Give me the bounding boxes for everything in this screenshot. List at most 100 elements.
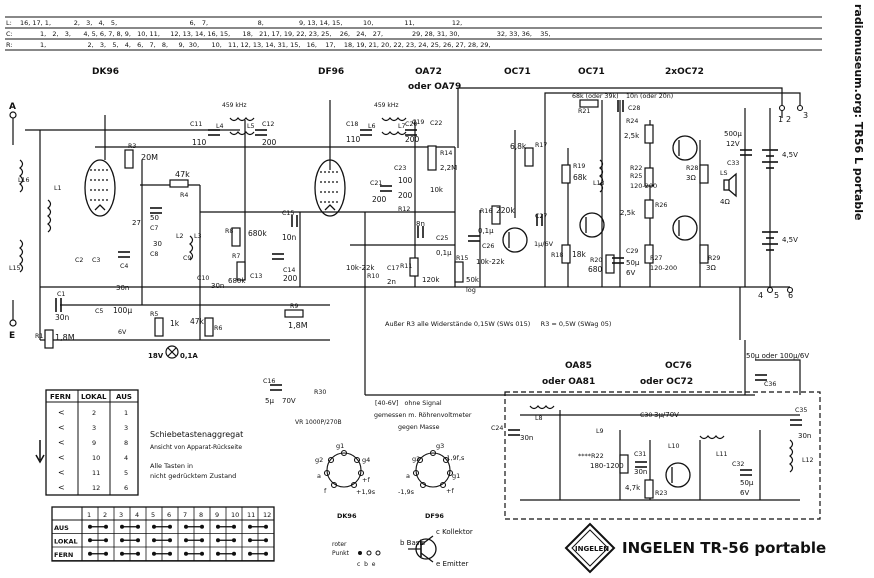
grid-col-8: 8 [199, 511, 203, 519]
label-c33: C33 [727, 160, 739, 167]
switch-row-3: < [58, 438, 65, 447]
grid-col-10: 10 [231, 511, 239, 519]
label-r26: R26 [655, 202, 667, 209]
transistor-label-oc71b: OC71 [578, 67, 605, 77]
antenna-terminals [9, 111, 17, 327]
tube-dk96-symbol [84, 159, 116, 217]
note-voltage-2: gemessen m. Röhrenvoltmeter [374, 412, 472, 419]
tube-df96-symbol [314, 159, 346, 217]
label-c27pf: 27 [132, 219, 141, 227]
label-c31: C31 [634, 451, 646, 458]
label-r29: R29 [708, 255, 720, 262]
label-c200d: 200 [372, 195, 387, 204]
pinout-df96 [412, 449, 454, 489]
label-l6: L6 [368, 123, 376, 130]
label-r10k22k: 10k-22k [346, 264, 375, 272]
label-c70v: 70V [282, 397, 296, 405]
transistor-label-oc71a: OC71 [504, 67, 531, 77]
label-c22: C22 [430, 120, 442, 127]
label-c3: C3 [92, 257, 100, 264]
header-L-values: 16, 17, 1, 2, 3, 4, 5, 6, 7, 8, 9, 13, 1… [20, 19, 462, 27]
label-l2: L2 [176, 233, 184, 240]
switch-header-fern: FERN [50, 393, 71, 401]
switch-row-4: < [58, 453, 65, 462]
label-fm-c30n: 30n [520, 434, 533, 442]
dk96-pin-g4: g4 [362, 456, 370, 464]
resistor-symbols [44, 99, 709, 499]
label-c5u: 5µ [265, 397, 274, 405]
switch-header-aus: AUS [116, 393, 132, 401]
label-l3: L3 [194, 233, 202, 240]
label-l16: L16 [18, 177, 30, 184]
label-l9: L9 [596, 428, 604, 435]
label-c24: C24 [491, 425, 503, 432]
switch-subcaption: Ansicht von Apparat-Rückseite [150, 444, 242, 451]
switch-contact-b6: 6 [124, 484, 128, 492]
label-r47k: 47k [175, 170, 190, 179]
grid-col-5: 5 [151, 511, 155, 519]
tube-label-dk96: DK96 [92, 67, 119, 77]
grid-col-9: 9 [215, 511, 219, 519]
label-c14: C14 [283, 267, 295, 274]
label-l15: L15 [9, 265, 21, 272]
label-c30nb: 30n [634, 468, 647, 476]
label-c50u: 50µ [626, 259, 640, 267]
label-l7: L7 [398, 123, 406, 130]
label-r3o: 3Ω [686, 174, 696, 182]
label-fm-r22: ****R22 [578, 452, 604, 460]
legend-basis: b Basis [400, 539, 425, 547]
label-r9: R9 [290, 303, 298, 310]
label-log: log [466, 286, 476, 294]
label-fm-r180: 180-1200 [590, 462, 624, 470]
label-c25: C25 [436, 235, 448, 242]
note-voltage-3: gegen Masse [398, 424, 440, 431]
diode-label-oa72: OA72 [415, 67, 442, 77]
label-r2-2m: 2,2M [440, 164, 457, 172]
note-resistors: Außer R3 alle Widerstände 0,15W (SWs 015… [385, 320, 611, 328]
label-r2-5k2: 2,5k [620, 209, 636, 217]
switch-table: FERN LOKAL AUS < < < < < < 2 3 9 10 11 1… [35, 389, 243, 496]
label-n4: 4 [758, 291, 763, 300]
label-r1-8m: 1,8M [288, 321, 308, 330]
label-c4: C4 [120, 263, 128, 270]
label-c100u: 100µ [113, 306, 132, 315]
label-r17: R17 [535, 142, 547, 149]
label-n2: 2 [786, 115, 791, 124]
switch-note-2: nicht gedrücktem Zustand [150, 472, 236, 480]
capacitor-symbols [55, 100, 802, 476]
label-r2-5k: 2,5k [624, 132, 640, 140]
header-R-prefix: R: [6, 41, 13, 49]
label-c01u: 0,1µ [436, 249, 452, 257]
label-l13: L13 [593, 180, 605, 187]
legend-emitter: e Emitter [436, 560, 469, 568]
label-vr: VR 1000P/270B [295, 419, 342, 426]
switch-contact-b1: 1 [124, 409, 128, 417]
label-c20: C20 [405, 121, 417, 128]
label-c200a: 200 [262, 138, 277, 147]
grid-col-6: 6 [167, 511, 171, 519]
label-r10k: 10k [430, 186, 444, 194]
label-c26b: 10k-22k [476, 258, 505, 266]
switch-contact-b3: 8 [124, 439, 128, 447]
label-r220k: 220k [496, 206, 515, 215]
note-voltage-1: [40-6V] ohne Signal [375, 400, 442, 407]
label-c17: C17 [387, 265, 399, 272]
label-l4: L4 [216, 123, 224, 130]
label-r20: R20 [590, 257, 602, 264]
label-r11: R11 [400, 263, 412, 270]
label-c10n: 10n [282, 233, 297, 242]
label-l1: L1 [54, 185, 62, 192]
label-c200b: 200 [405, 135, 420, 144]
label-r47k2: 47k [190, 317, 205, 326]
label-r5: R5 [150, 311, 158, 318]
label-r19: R19 [573, 163, 585, 170]
label-c29: C29 [626, 248, 638, 255]
switch-row-6: < [58, 483, 65, 492]
label-c10: C10 [197, 275, 209, 282]
label-r18: R18 [551, 252, 563, 259]
label-n3: 3 [803, 111, 808, 120]
grid-col-7: 7 [183, 511, 187, 519]
grid-col-4: 4 [135, 511, 139, 519]
switch-row-1: < [58, 408, 65, 417]
